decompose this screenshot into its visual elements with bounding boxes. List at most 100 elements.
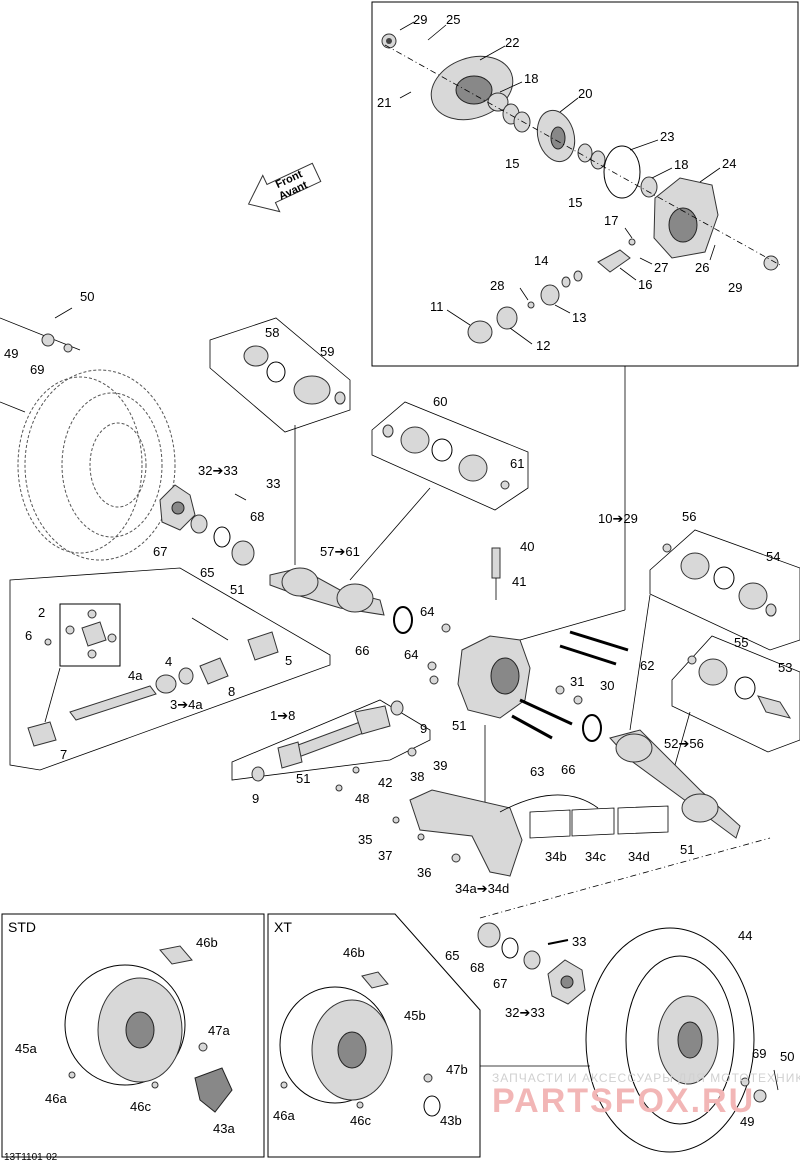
label-57-61: 57➔61	[320, 544, 360, 559]
seal-66-right	[582, 714, 602, 742]
washer-14a	[561, 276, 571, 288]
label-34d: 34d	[628, 849, 650, 864]
pinion-16	[597, 249, 631, 273]
leader-decals	[499, 794, 599, 813]
ring-gear-20-hub	[550, 126, 566, 150]
label-14: 14	[534, 253, 548, 268]
label-9: 9	[252, 791, 259, 806]
label-3-4a: 3➔4a	[170, 697, 203, 712]
rear-left-wheel	[17, 369, 176, 561]
nut-36	[451, 853, 461, 863]
label-29: 29	[728, 280, 742, 295]
ring-54	[713, 566, 735, 590]
label-34c: 34c	[585, 849, 606, 864]
label-54: 54	[766, 549, 780, 564]
std-cap-43a	[194, 1067, 233, 1113]
leader-12	[509, 327, 533, 345]
nut-48	[335, 784, 343, 792]
bolt-62b	[559, 644, 617, 666]
cv-joint-right-inner	[615, 733, 653, 763]
leader-box-u-joint	[44, 667, 61, 723]
label-23: 23	[660, 129, 674, 144]
label-46a: 46a	[45, 1091, 67, 1106]
ring-56	[662, 543, 672, 553]
yoke-front-b	[277, 741, 303, 769]
leader-box-60-61	[349, 487, 431, 581]
breather-40	[491, 547, 501, 579]
seal-29-top-inner	[386, 38, 392, 44]
watermark-text: ЗАПЧАСТИ И АКСЕССУАРЫ ДЛЯ МОТОТЕХНИКИ	[492, 1071, 800, 1085]
seal-66-left	[393, 606, 413, 634]
label-46c: 46c	[130, 1099, 151, 1114]
leader-24	[699, 167, 721, 183]
ring-61	[500, 480, 510, 490]
bearing-13	[540, 284, 560, 306]
pin-50-right	[773, 1069, 779, 1091]
leader-18b	[651, 167, 673, 179]
label-1-8: 1➔8	[270, 708, 295, 723]
std-rim-center	[125, 1011, 155, 1049]
label-41: 41	[512, 574, 526, 589]
label-64: 64	[404, 647, 418, 662]
box-53-55	[671, 635, 800, 753]
hub-32-left-center	[171, 501, 185, 515]
label-26: 26	[695, 260, 709, 275]
label-51: 51	[296, 771, 310, 786]
nut-49-right	[753, 1089, 767, 1103]
label-2: 2	[38, 605, 45, 620]
ring-68-right	[501, 937, 519, 959]
nut-64a	[441, 623, 451, 633]
seal-12	[496, 306, 518, 330]
bolt-63a	[519, 698, 573, 726]
label-46b: 46b	[196, 935, 218, 950]
pin-50-left	[54, 307, 73, 319]
washer-37	[417, 833, 425, 841]
bolt-35	[392, 816, 400, 824]
std-nut-46c	[151, 1081, 159, 1089]
label-22: 22	[505, 35, 519, 50]
label-33: 33	[572, 934, 586, 949]
boot-54	[738, 582, 768, 610]
ring-55-b	[734, 676, 756, 700]
cv-boot-left	[281, 567, 319, 597]
u-joint-cap-c	[65, 625, 75, 635]
label-67: 67	[493, 976, 507, 991]
washer-28	[527, 301, 535, 309]
seal-29-right	[763, 255, 779, 271]
box-universal-joint	[59, 603, 121, 667]
label-40: 40	[520, 539, 534, 554]
clamp-60	[382, 424, 394, 438]
decal-34b	[529, 809, 571, 839]
label-45a: 45a	[15, 1041, 37, 1056]
label-36: 36	[417, 865, 431, 880]
washer-38	[407, 747, 417, 757]
xt-cap-46b	[361, 971, 389, 989]
bolt-63b	[511, 714, 553, 740]
boot-60	[400, 426, 430, 454]
label-46a: 46a	[273, 1108, 295, 1123]
hub-32-right-center	[560, 975, 574, 989]
leader-17	[624, 227, 633, 239]
label-6: 6	[25, 628, 32, 643]
label-24: 24	[722, 156, 736, 171]
label-15: 15	[568, 195, 582, 210]
rear-right-tire-inner	[625, 955, 735, 1125]
skid-plate-34a	[409, 789, 523, 877]
leader-29a	[399, 21, 415, 31]
leader-20	[559, 97, 579, 113]
label-7: 7	[60, 747, 67, 762]
bearing-65-left	[231, 540, 255, 566]
std-cap-46b	[159, 945, 193, 965]
label-47a: 47a	[208, 1023, 230, 1038]
std-valve-46a	[68, 1071, 76, 1079]
cv-boot-right	[336, 583, 374, 613]
yoke-5	[247, 631, 279, 661]
label-65: 65	[445, 948, 459, 963]
leader-25	[427, 24, 447, 41]
label-45b: 45b	[404, 1008, 426, 1023]
clamp-59	[334, 391, 346, 405]
shaft-53	[757, 695, 792, 719]
washer-69-left	[63, 343, 73, 353]
label-34b: 34b	[545, 849, 567, 864]
